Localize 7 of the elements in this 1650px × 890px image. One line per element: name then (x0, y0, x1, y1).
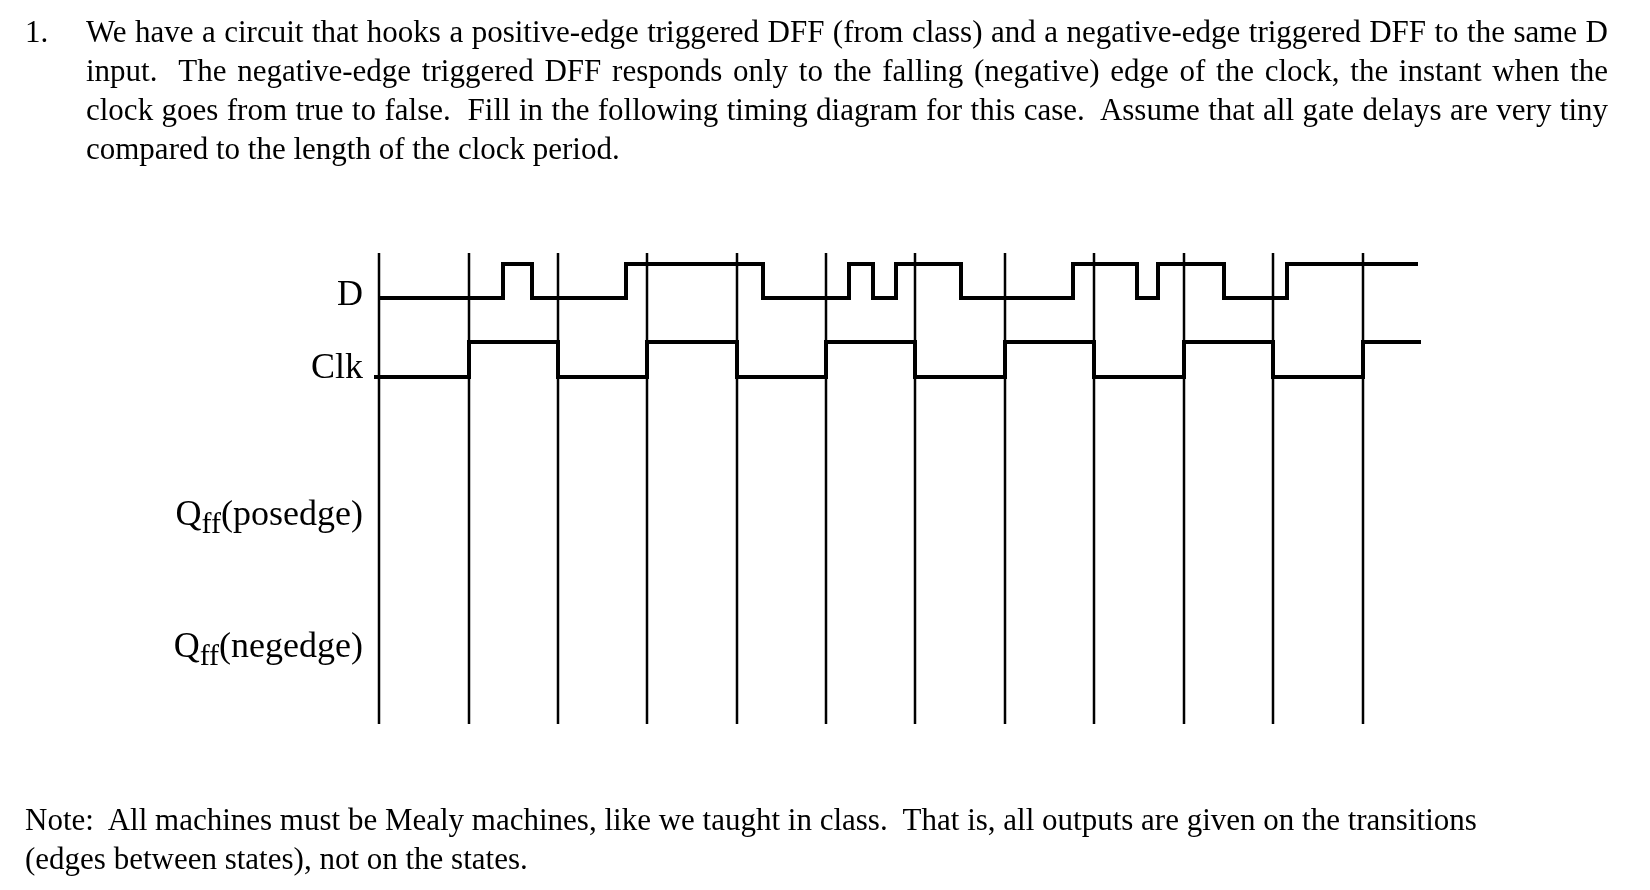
signal-label: D (337, 272, 363, 314)
signal-label: Q$_{ff}$(negedge) (173, 624, 363, 674)
question-text: We have a circuit that hooks a positive-edge triggered DFF (from class) and a negative-edge triggered DFF to the same D input. The negative-edge triggered DFF responds only to the falling (negative) edge of the clock, the instant when the clock goes from true to false. Fill in the following timing diagram for this case. Assume that all gate delays are very tiny compared to the length of the clock period. (86, 13, 1608, 168)
question-number: 1. (25, 13, 50, 51)
signal-label: Clk (311, 345, 363, 387)
note-text: Note: All machines must be Mealy machines, like we taught in class. That is, all outputs are given on the transitions (edges between states), not on the states. (25, 801, 1478, 878)
signal-label: Q$_{ff}$(posedge) (175, 492, 363, 542)
